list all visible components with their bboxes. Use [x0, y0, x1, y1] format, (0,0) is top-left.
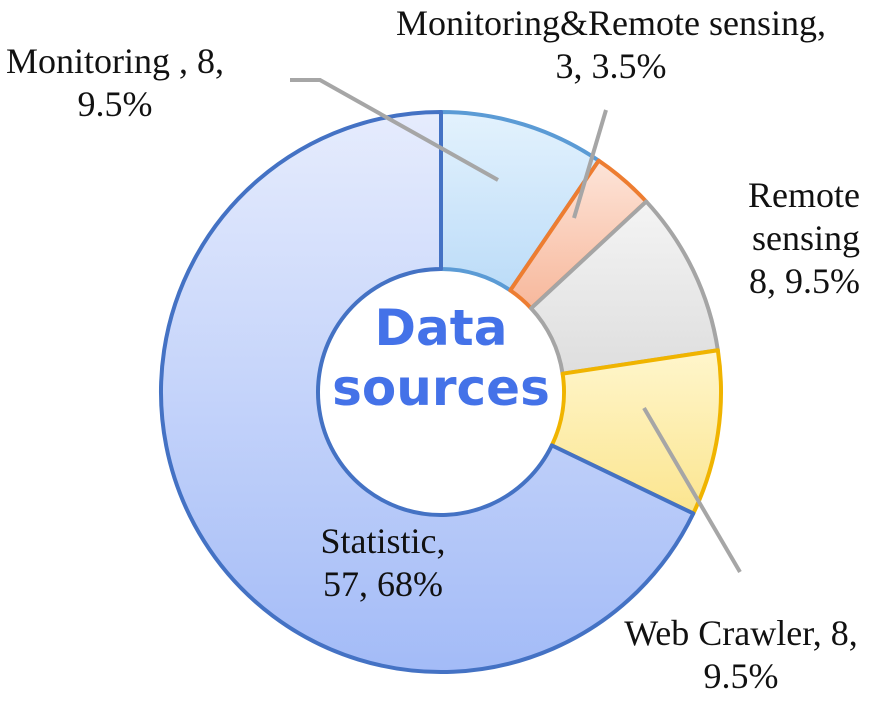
slice-statistic — [159, 110, 696, 674]
slice-label-web-crawler: Web Crawler, 8, 9.5% — [596, 612, 886, 698]
slice-label-web-crawler-percent: 9.5% — [703, 656, 779, 696]
leader-line-monitoring — [290, 78, 499, 182]
slice-web-crawler — [549, 348, 723, 516]
slice-remote-sensing — [529, 199, 720, 376]
leader-line-web-crawler — [642, 406, 742, 574]
slice-label-web-crawler-name: Web Crawler — [624, 613, 813, 653]
center-label: Data sources — [320, 298, 562, 418]
center-label-line2: sources — [332, 359, 550, 417]
slice-label-monitoring-remote-percent: 3.5% — [591, 46, 667, 86]
slice-label-remote-sensing-count: 8 — [749, 261, 767, 301]
slice-label-monitoring-remote: Monitoring&Remote sensing, 3, 3.5% — [396, 3, 826, 86]
slice-label-monitoring-name: Monitoring — [6, 41, 180, 81]
slice-label-statistic: Statistic, 57, 68% — [320, 521, 446, 604]
slice-label-statistic-percent: 68% — [377, 564, 443, 604]
slice-label-monitoring-remote-name: Monitoring&Remote sensing — [396, 3, 817, 43]
slice-label-monitoring-count: 8 — [197, 41, 216, 81]
slice-label-web-crawler-count: 8 — [830, 613, 849, 653]
center-label-line1: Data — [374, 299, 508, 357]
slice-label-statistic-count: 57 — [323, 564, 359, 604]
slice-label-remote-sensing-percent: 9.5% — [785, 261, 860, 301]
slice-label-remote-sensing-name: Remote sensing — [748, 175, 860, 258]
slice-label-statistic-name: Statistic — [320, 521, 437, 561]
slice-label-monitoring-percent: 9.5% — [77, 84, 153, 124]
slice-label-monitoring: Monitoring , 8, 9.5% — [6, 41, 225, 124]
leader-line-monitoring-remote — [572, 109, 608, 219]
slice-label-remote-sensing: Remote sensing 8, 9.5% — [720, 174, 860, 303]
slice-label-monitoring-remote-count: 3 — [555, 46, 574, 86]
